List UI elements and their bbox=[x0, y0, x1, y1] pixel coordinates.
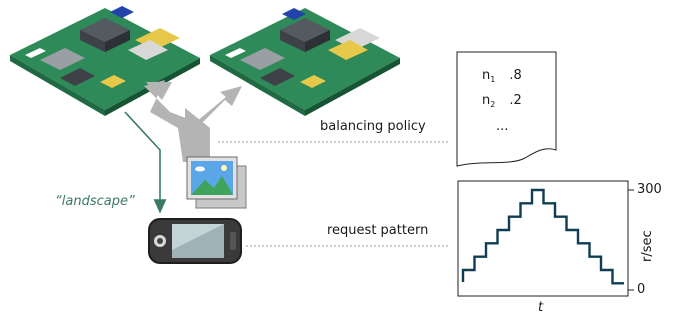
image-icon bbox=[186, 156, 247, 209]
policy-node-name: n bbox=[482, 68, 491, 83]
policy-document bbox=[456, 51, 557, 167]
quote-close: ” bbox=[127, 194, 135, 209]
policy-row: n2 .2 bbox=[482, 93, 522, 109]
server-board-icon bbox=[10, 6, 200, 116]
server-board-icon bbox=[210, 8, 400, 116]
request-pattern-label: request pattern bbox=[327, 223, 429, 238]
y-axis-label: r/sec bbox=[640, 230, 655, 262]
policy-node-name: n bbox=[482, 93, 491, 108]
y-tick-label-top: 300 bbox=[637, 182, 662, 197]
policy-row: n1 .8 bbox=[482, 68, 522, 84]
series-line bbox=[461, 188, 624, 285]
smartphone-icon bbox=[148, 218, 242, 264]
x-axis-label: t bbox=[538, 300, 544, 315]
request-word: landscape bbox=[61, 194, 128, 209]
policy-node-sub: 1 bbox=[490, 75, 496, 84]
request-type-label: “landscape” bbox=[55, 194, 135, 209]
request-arrow bbox=[124, 111, 167, 214]
routing-arrows bbox=[144, 80, 242, 162]
balancing-policy-label: balancing policy bbox=[320, 119, 426, 134]
quote-open: “ bbox=[55, 194, 62, 209]
policy-weight: .2 bbox=[509, 93, 522, 108]
y-tick-label-bottom: 0 bbox=[637, 282, 646, 297]
policy-ellipsis: ... bbox=[496, 119, 509, 134]
policy-weight: .8 bbox=[509, 68, 522, 83]
policy-node-sub: 2 bbox=[490, 100, 496, 109]
